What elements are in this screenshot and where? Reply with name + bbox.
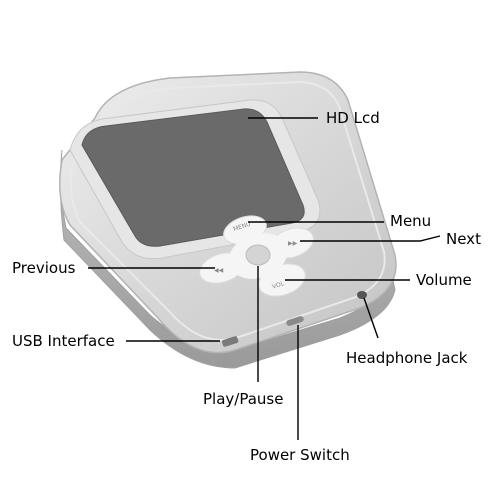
label-volume: Volume: [416, 271, 472, 289]
headphone-jack-port: [357, 291, 367, 299]
label-usb-interface: USB Interface: [12, 332, 115, 350]
hd-lcd-screen: [81, 108, 305, 247]
label-power-switch: Power Switch: [250, 446, 350, 464]
label-hd-lcd: HD Lcd: [326, 109, 380, 127]
previous-icon: ◀◀: [214, 267, 224, 274]
device-face-bevel: [70, 80, 386, 342]
volume-marking: VOL: [271, 280, 285, 291]
next-icon: ▶▶: [288, 240, 298, 247]
label-menu: Menu: [390, 212, 431, 230]
label-play-pause: Play/Pause: [203, 390, 283, 408]
leader-headphone: [363, 297, 379, 339]
leader-next: [300, 235, 441, 242]
label-next: Next: [446, 230, 481, 248]
usb-port: [221, 336, 239, 347]
callout-labels: HD Lcd Menu Next Previous Volume USB Int…: [12, 109, 481, 464]
play-pause-button[interactable]: [245, 244, 271, 266]
power-switch: [286, 316, 304, 326]
leader-lines: [88, 117, 441, 440]
label-previous: Previous: [12, 259, 76, 277]
label-headphone-jack: Headphone Jack: [346, 349, 468, 367]
mp3-player-device: MENU VOL ▶▶ ◀◀: [59, 71, 397, 369]
control-pad: MENU VOL ▶▶ ◀◀: [199, 215, 314, 297]
device-side-edge: [59, 149, 396, 369]
